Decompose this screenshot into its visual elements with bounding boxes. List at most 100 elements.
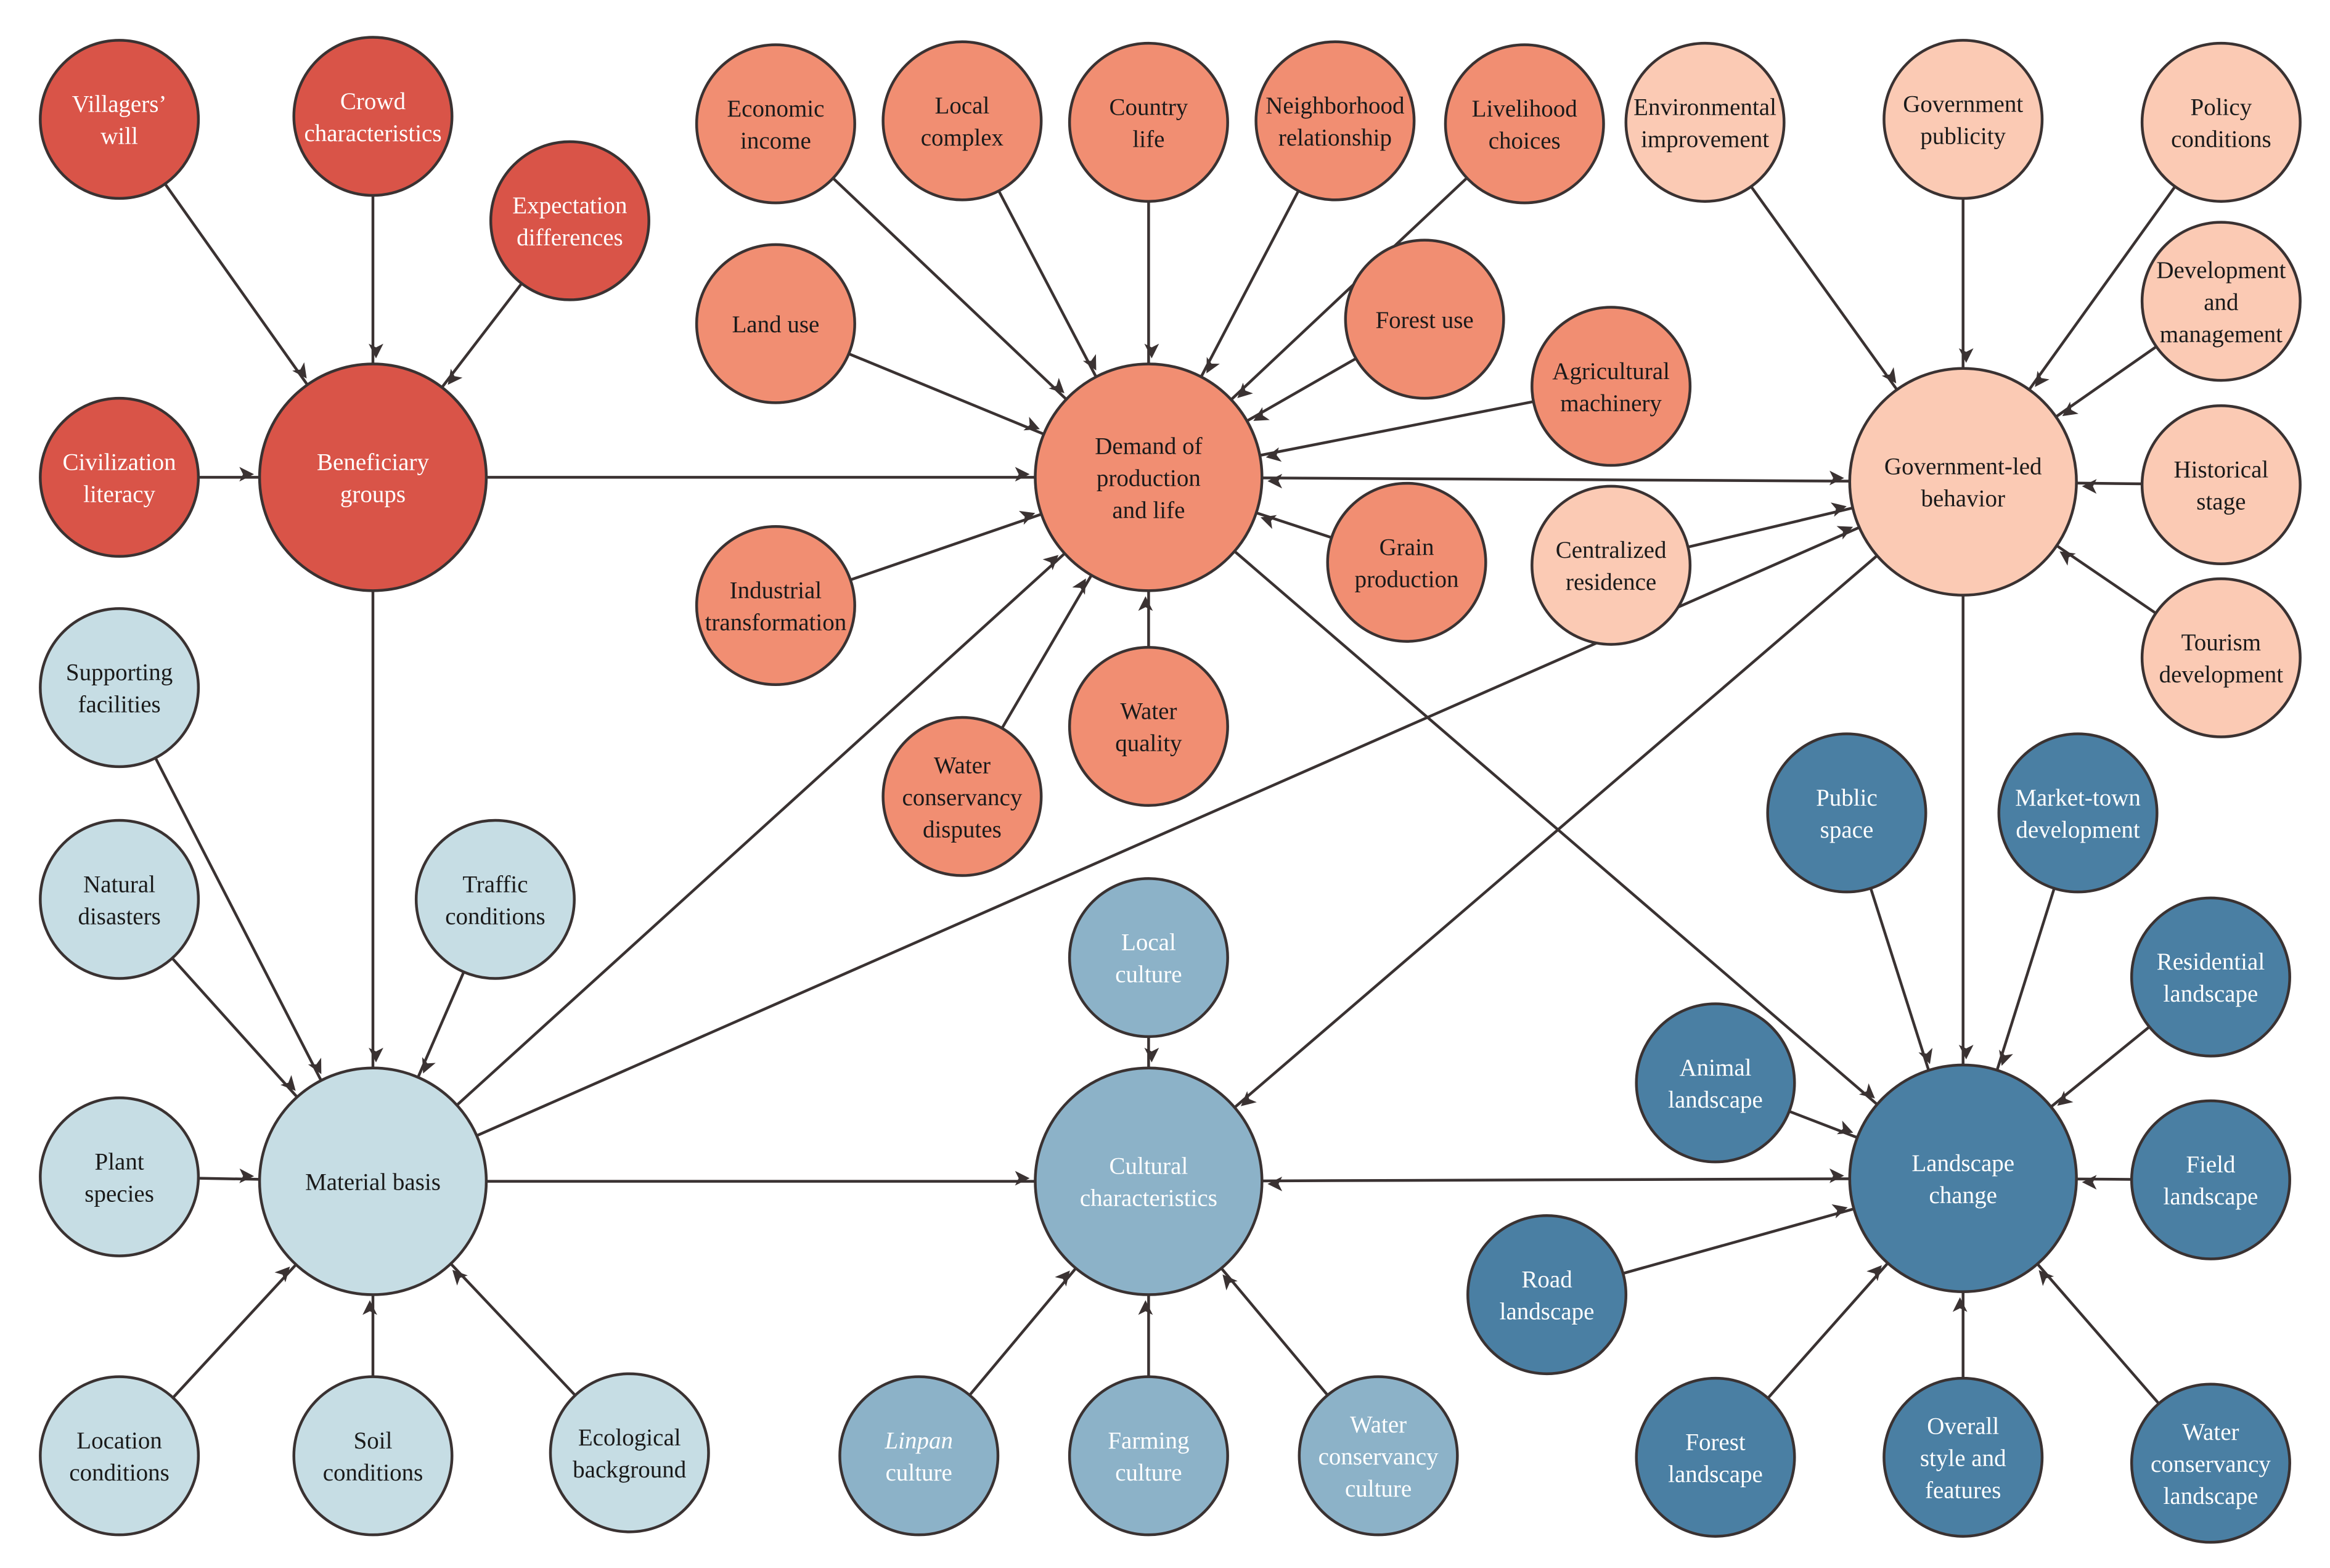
node-label-line: management [2160,321,2283,348]
edge-demand-to-gov_led [1262,470,1850,489]
node-label-line: landscape [2164,1483,2258,1509]
node-label-line: Centralized [1556,537,1667,563]
edge-water_disputes-to-demand [1000,574,1093,729]
node-label-line: Water [1120,698,1177,725]
node-label-line: Civilization [63,449,176,475]
node-circle [881,40,1043,202]
node-label-line: machinery [1560,390,1662,417]
node-label-line: Water [934,752,991,778]
node-farming: Farming culture [1068,1375,1229,1537]
edge-tourism-to-gov_led [2056,544,2157,615]
node-label-line: culture [1115,1460,1182,1486]
node-label-line: conservancy [1318,1443,1439,1470]
node-label-line: conservancy [2151,1451,2271,1477]
edge-ecological-to-material [449,1262,576,1397]
node-label-line: will [100,123,138,150]
edge-residential-to-landscape_change [2050,1026,2151,1108]
node-label-line: Cultural [1109,1153,1188,1180]
node-label-line: landscape [2164,981,2258,1007]
node-label-line: Location [76,1427,162,1454]
node-label-line: Tourism [2181,629,2261,656]
edge-traffic-to-material [417,971,465,1078]
node-label-line: Government-led [1884,454,2042,480]
node-label-line: Farming [1108,1427,1189,1454]
node-label-line: literacy [83,481,155,507]
node-circle [695,243,856,404]
node-circle [1624,41,1786,203]
node-circle [39,39,200,200]
node-label-line: conservancy [902,784,1022,811]
node-label-line: Ecological [578,1424,681,1451]
node-circle [2130,1099,2291,1260]
node-circle [1635,1376,1796,1538]
node-villagers-will: Villagers’ will [39,39,200,200]
node-label-line: Villagers’ [72,91,167,118]
node-label-line: disasters [78,903,160,929]
node-label-line: Soil [354,1427,393,1454]
edge-expectation-to-beneficiary [441,282,523,388]
edge-land_use-to-demand [848,352,1045,436]
node-circle [838,1375,1000,1537]
node-label-line: Beneficiary [317,449,429,475]
node-circle [1466,1214,1628,1376]
node-environmental: Environmental improvement [1624,41,1786,203]
edge-gov_led-to-cultural [1233,554,1878,1109]
node-label-line: Water [2182,1419,2239,1445]
node-soil: Soil conditions [292,1375,454,1537]
node-circle [39,1375,200,1537]
node-circle [489,140,650,301]
node-material: Material basis [258,1066,488,1296]
node-circle [2140,221,2302,382]
edge-centralized-to-gov_led [1687,502,1854,549]
node-label-line: improvement [1641,126,1769,152]
node-label-line: Environmental [1633,94,1776,120]
node-circle [2130,1382,2291,1544]
node-label-line: choices [1489,128,1561,154]
edge-environmental-to-gov_led [1750,186,1899,391]
node-label-line: Demand of [1095,433,1202,459]
node-label-line: Natural [83,871,155,897]
node-label-line: stage [2196,489,2246,515]
node-label-line: conditions [445,903,546,929]
node-cultural: Cultural characteristics [1034,1066,1264,1296]
node-label-line: Plant [95,1148,144,1175]
edge-plant_species-to-material [198,1168,260,1183]
node-label-line: Grain [1380,534,1434,560]
edge-local_complex-to-demand [997,190,1098,378]
node-label-line: Crowd [340,88,406,115]
node-circle [258,362,488,592]
node-circle [1068,646,1229,807]
node-label-line: Economic [727,96,824,122]
node-label-line: conditions [323,1460,423,1486]
node-circle [695,43,856,205]
node-circle [1848,1063,2078,1293]
node-label-line: Local [1121,929,1176,956]
node-label-line: Traffic [462,871,528,897]
node-label-line: production [1097,465,1201,491]
edge-agri_machinery-to-demand [1259,400,1534,462]
node-circle [695,525,856,687]
node-label-line: characteristics [1080,1185,1217,1212]
node-circle [1344,239,1505,400]
node-label-line: Forest use [1375,307,1473,333]
node-label-line: Land use [732,311,819,338]
edge-villagers_will-to-beneficiary [163,182,309,386]
